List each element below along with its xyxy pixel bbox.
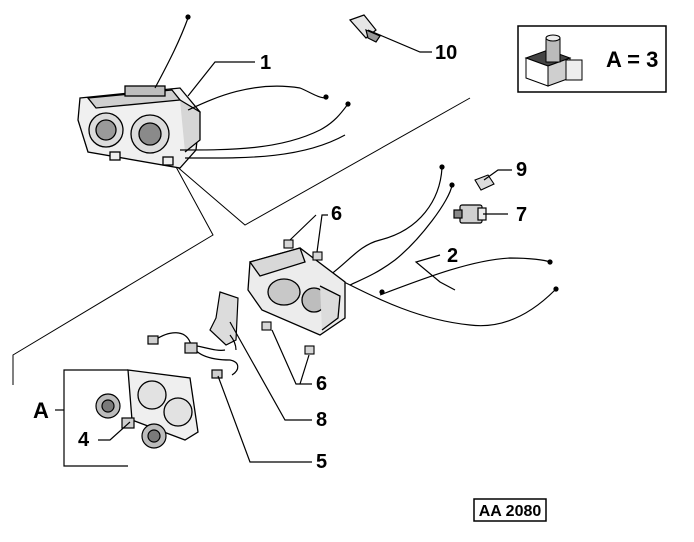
callout-5: 5 — [316, 451, 327, 473]
callout-10: 10 — [435, 42, 457, 64]
clip-icon — [474, 174, 495, 191]
kit-package-icon — [524, 34, 583, 87]
leader-lines — [55, 29, 512, 467]
callout-1: 1 — [260, 52, 271, 74]
front-panel-icon — [127, 369, 199, 441]
kit-quantity-label: A = 3 — [606, 47, 658, 72]
callout-9: 9 — [516, 159, 527, 181]
explosion-lines — [12, 97, 471, 385]
climate-control-panel-icon — [77, 85, 201, 169]
callout-7: 7 — [516, 204, 527, 226]
air-duct-housing-icon — [247, 247, 346, 336]
reference-code-box: AA 2080 — [473, 498, 547, 522]
bracket-icon — [209, 291, 239, 346]
switch-icon — [453, 204, 487, 224]
reference-code: AA 2080 — [479, 503, 542, 520]
callout-6-bottom: 6 — [316, 373, 327, 395]
kit-box: A = 3 — [517, 25, 667, 93]
group-label-a: A — [33, 398, 49, 423]
control-knob-icon — [95, 393, 167, 449]
callout-6-top: 6 — [331, 203, 342, 225]
callout-8: 8 — [316, 409, 327, 431]
control-cables-1 — [154, 14, 351, 159]
wiring-harness-icon — [147, 332, 239, 379]
cable-icon — [329, 164, 559, 327]
callout-2: 2 — [447, 245, 458, 267]
callout-4: 4 — [78, 429, 90, 451]
bulb-icon — [348, 14, 381, 43]
